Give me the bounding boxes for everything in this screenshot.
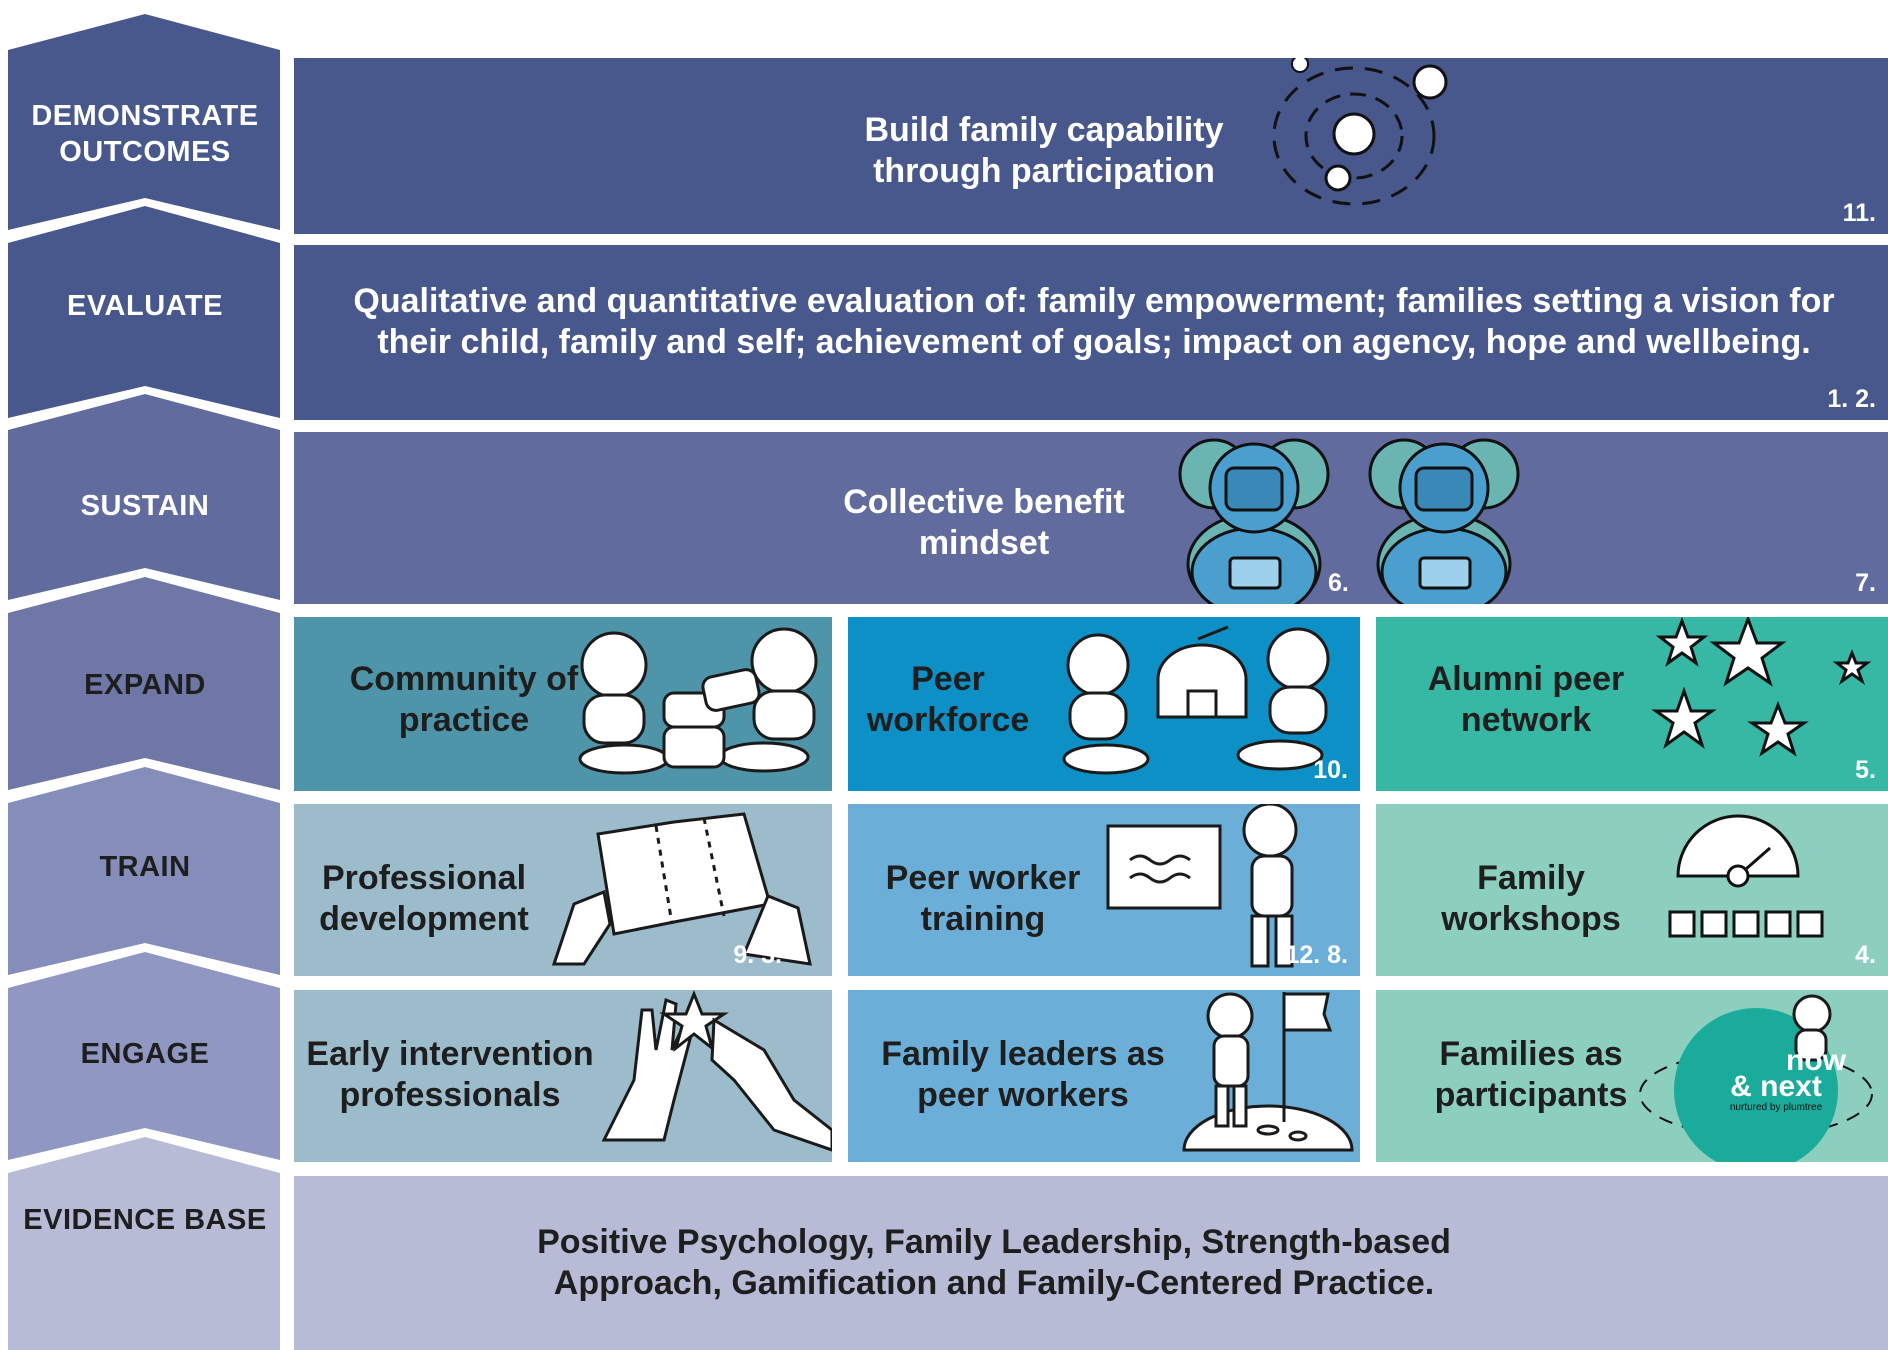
sustain-band: Collective benefit mindset 6. 7. [294,432,1888,604]
train-peer-worker-cell: Peer worker training 12. 8. [848,804,1360,976]
now-next-logo-icon [1639,994,1873,1162]
engage-professionals-text: Early intervention professionals [306,1035,594,1114]
stage-label-engage: ENGAGE [80,1038,210,1070]
chevron-engage [8,952,280,1160]
logo-now: now [1786,1044,1846,1077]
expand-community-cell: Community of practice [294,617,832,791]
evaluate-band: Qualitative and quantitative evaluation … [294,245,1888,420]
hands-map-icon [551,812,812,966]
reference-number: 12. 8. [1285,941,1348,969]
train-family-workshops-cell: Family workshops 4. [1376,804,1888,976]
stage-label-train: TRAIN [99,851,191,883]
chevron-evidence-base [8,1137,280,1350]
expand-peer-workforce-text: Peer workforce [866,660,1030,739]
stage-label-expand: EXPAND [84,669,206,701]
reference-number: 4. [1855,941,1876,969]
evidence-base-text: Positive Psychology, Family Leadership, … [537,1223,1451,1302]
logo-and-next: & next [1730,1070,1822,1103]
reference-number: 6. [1328,569,1349,597]
stage-label-demonstrate: DEMONSTRATE OUTCOMES [31,100,259,168]
hands-star-icon [601,990,832,1152]
orbit-sun-icon [1272,58,1448,206]
engage-families-text: Families as participants [1434,1035,1628,1114]
expand-community-text: Community of practice [349,660,579,739]
engage-professionals-cell: Early intervention professionals [294,990,832,1162]
astronauts-observatory-icon [1062,625,1330,775]
stage-chevrons [8,14,280,1350]
train-professional-cell: Professional development 9. 3. [294,804,832,976]
chevron-demonstrate-outcomes [8,14,280,230]
reference-number: 1. 2. [1827,385,1876,413]
astronaut-flag-icon [1182,992,1354,1152]
chevron-evaluate [8,206,280,418]
stage-label-evaluate: EVALUATE [67,290,223,322]
gauge-icon [1668,814,1824,938]
astronauts-building-icon [578,627,818,775]
engage-family-leaders-text: Family leaders as peer workers [881,1035,1165,1114]
stage-label-sustain: SUSTAIN [80,490,210,522]
demonstrate-outcomes-band: Build family capability through particip… [294,58,1888,234]
engage-families-cell: Families as participants now & next nurt… [1376,990,1888,1162]
chevron-train [8,767,280,975]
demonstrate-outcomes-text: Build family capability through particip… [864,111,1224,190]
train-professional-text: Professional development [319,859,529,938]
stage-label-evidence: EVIDENCE BASE [23,1204,267,1236]
expand-alumni-cell: Alumni peer network 5. [1376,617,1888,791]
evidence-base-band: Positive Psychology, Family Leadership, … [294,1176,1888,1350]
reference-number: 5. [1855,756,1876,784]
chevron-expand [8,577,280,790]
logo-tagline: nurtured by plumtree [1729,1102,1823,1113]
train-peer-worker-text: Peer worker training [885,859,1081,938]
astronaut-whiteboard-icon [1106,804,1298,968]
stars-icon [1651,617,1872,757]
expand-alumni-text: Alumni peer network [1427,660,1625,739]
reference-number: 9. 3. [733,941,782,969]
reference-number: 7. [1855,569,1876,597]
reference-number: 10. [1313,756,1348,784]
sustain-text: Collective benefit mindset [843,483,1125,562]
expand-peer-workforce-cell: Peer workforce 10. [848,617,1360,791]
chevron-sustain [8,394,280,600]
reference-number: 11. [1842,199,1876,227]
evaluate-text: Qualitative and quantitative evaluation … [353,282,1835,361]
engage-family-leaders-cell: Family leaders as peer workers [848,990,1360,1162]
train-family-workshops-text: Family workshops [1441,859,1621,938]
astronaut-group-icon [1178,438,1520,604]
